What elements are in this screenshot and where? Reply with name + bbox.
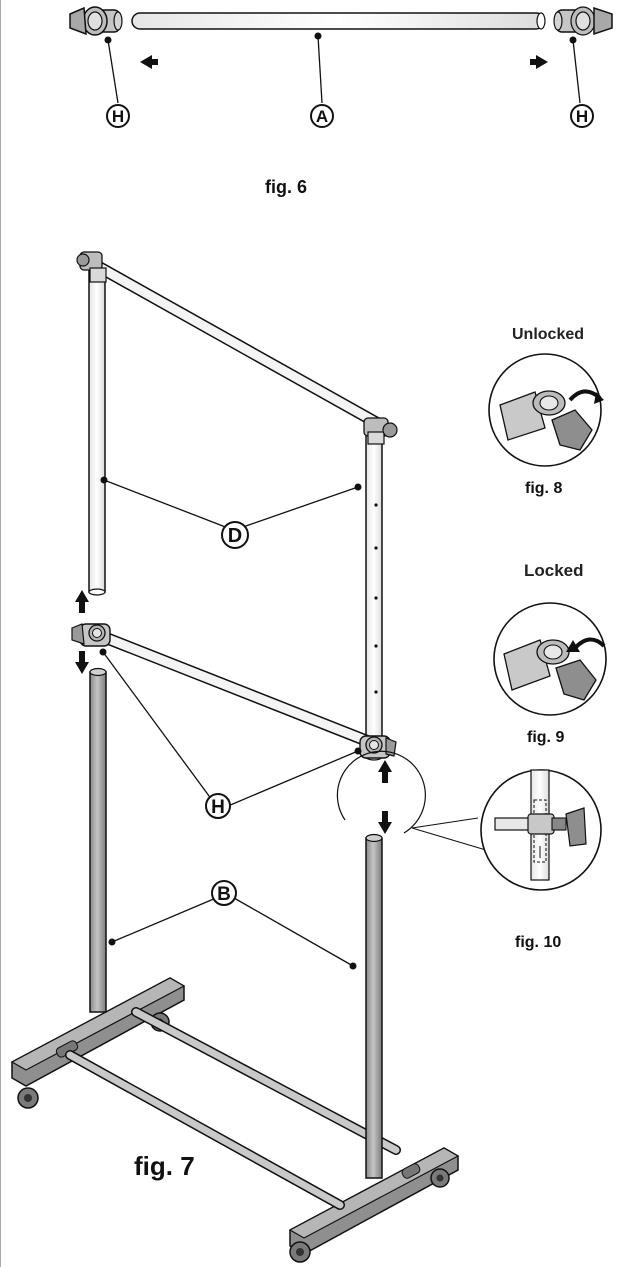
callout-d <box>221 521 249 549</box>
fig8-label: fig. 8 <box>525 480 562 497</box>
top-connector-left <box>76 251 107 283</box>
mid-connector-left <box>71 623 111 647</box>
fig10-diagram: fig. 10 <box>480 769 602 951</box>
arrow-up-icon <box>378 760 392 783</box>
top-connector-right <box>363 417 398 445</box>
fig9-label: fig. 9 <box>527 729 564 746</box>
upright-d-right <box>365 431 383 758</box>
upright-d-left <box>88 269 106 593</box>
zoom-circle <box>336 750 426 834</box>
callout-b <box>211 880 237 906</box>
callout-h-mid <box>205 793 231 819</box>
locked-label: Locked <box>524 561 584 580</box>
rotate-arrow-icon <box>594 392 604 404</box>
fig7-diagram: D H B fig. 7 <box>10 251 507 1263</box>
base-left <box>10 977 186 1109</box>
callout-d-text: D <box>228 525 242 547</box>
arrow-left-icon <box>140 55 158 69</box>
fig9-diagram: Locked fig. 9 <box>493 561 607 746</box>
callout-b-text: B <box>217 884 231 905</box>
callout-h-left <box>106 104 130 128</box>
callout-h-left-text: H <box>112 107 124 126</box>
fig6-diagram: H A H fig. 6 <box>69 6 613 197</box>
fig7-label: fig. 7 <box>134 1151 195 1181</box>
unlocked-label: Unlocked <box>512 326 584 343</box>
bar-a <box>131 12 545 30</box>
fig6-label: fig. 6 <box>265 177 307 197</box>
fig10-label: fig. 10 <box>515 934 561 951</box>
rotate-arrow-icon <box>566 640 580 652</box>
upright-b-left <box>89 671 107 1013</box>
arrow-down-icon <box>75 651 89 674</box>
callout-h-right <box>570 104 594 128</box>
callout-h-mid-text: H <box>211 797 225 818</box>
callout-a <box>310 104 334 128</box>
upright-b-right <box>365 837 383 1179</box>
callout-h-right-text: H <box>576 107 588 126</box>
base-right <box>288 1147 460 1263</box>
fig8-diagram: Unlocked fig. 8 <box>488 326 604 497</box>
arrow-right-icon <box>530 55 548 69</box>
callout-a-text: A <box>316 107 328 126</box>
connector-h-left <box>69 6 123 36</box>
arrow-down-icon <box>378 811 392 834</box>
arrow-up-icon <box>75 590 89 613</box>
connector-h-right <box>553 6 613 36</box>
